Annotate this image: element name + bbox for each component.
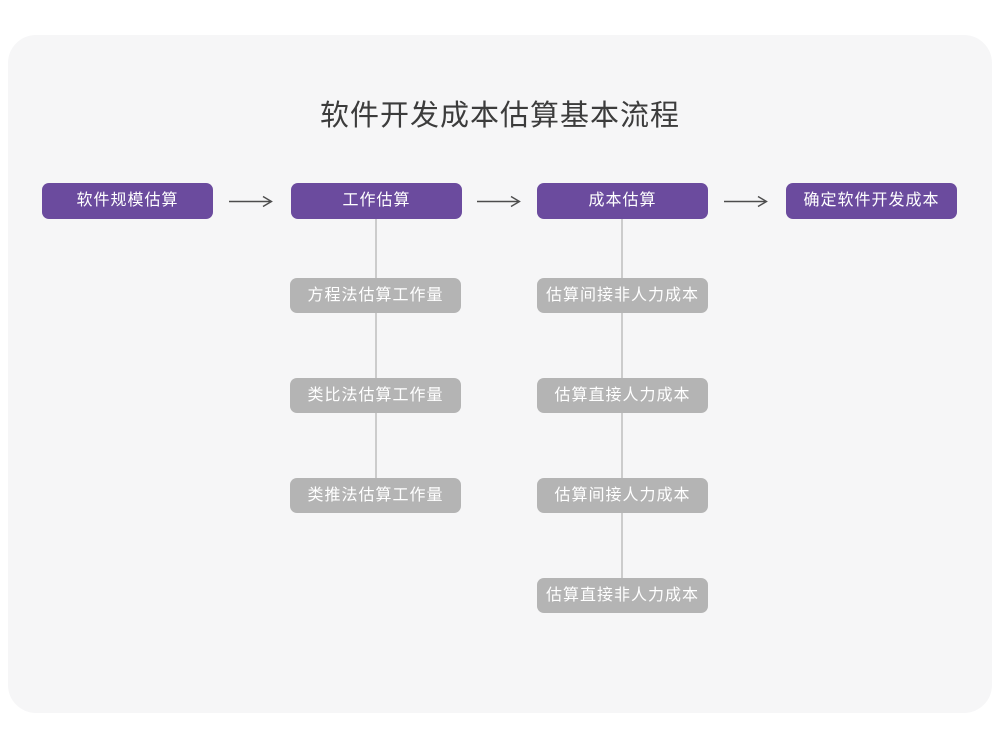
cost-step-direct-nonlabor: 估算直接非人力成本 — [537, 578, 708, 613]
cost-step-indirect-nonlabor: 估算间接非人力成本 — [537, 278, 708, 313]
work-method-equation: 方程法估算工作量 — [290, 278, 461, 313]
main-step-software-scale-estimation: 软件规模估算 — [42, 183, 213, 219]
diagram-title: 软件开发成本估算基本流程 — [319, 100, 680, 132]
arrow-right-icon — [724, 195, 768, 208]
cost-step-direct-labor: 估算直接人力成本 — [537, 378, 708, 413]
flowchart-card — [8, 35, 992, 713]
main-step-cost-estimation: 成本估算 — [537, 183, 708, 219]
work-method-analogy: 类推法估算工作量 — [290, 478, 461, 513]
connector-line-work-estimation — [375, 219, 377, 496]
cost-step-indirect-labor: 估算间接人力成本 — [537, 478, 708, 513]
main-step-work-estimation: 工作估算 — [291, 183, 462, 219]
arrow-right-icon — [229, 195, 273, 208]
arrow-right-icon — [477, 195, 521, 208]
work-method-comparison: 类比法估算工作量 — [290, 378, 461, 413]
main-step-determine-development-cost: 确定软件开发成本 — [786, 183, 957, 219]
